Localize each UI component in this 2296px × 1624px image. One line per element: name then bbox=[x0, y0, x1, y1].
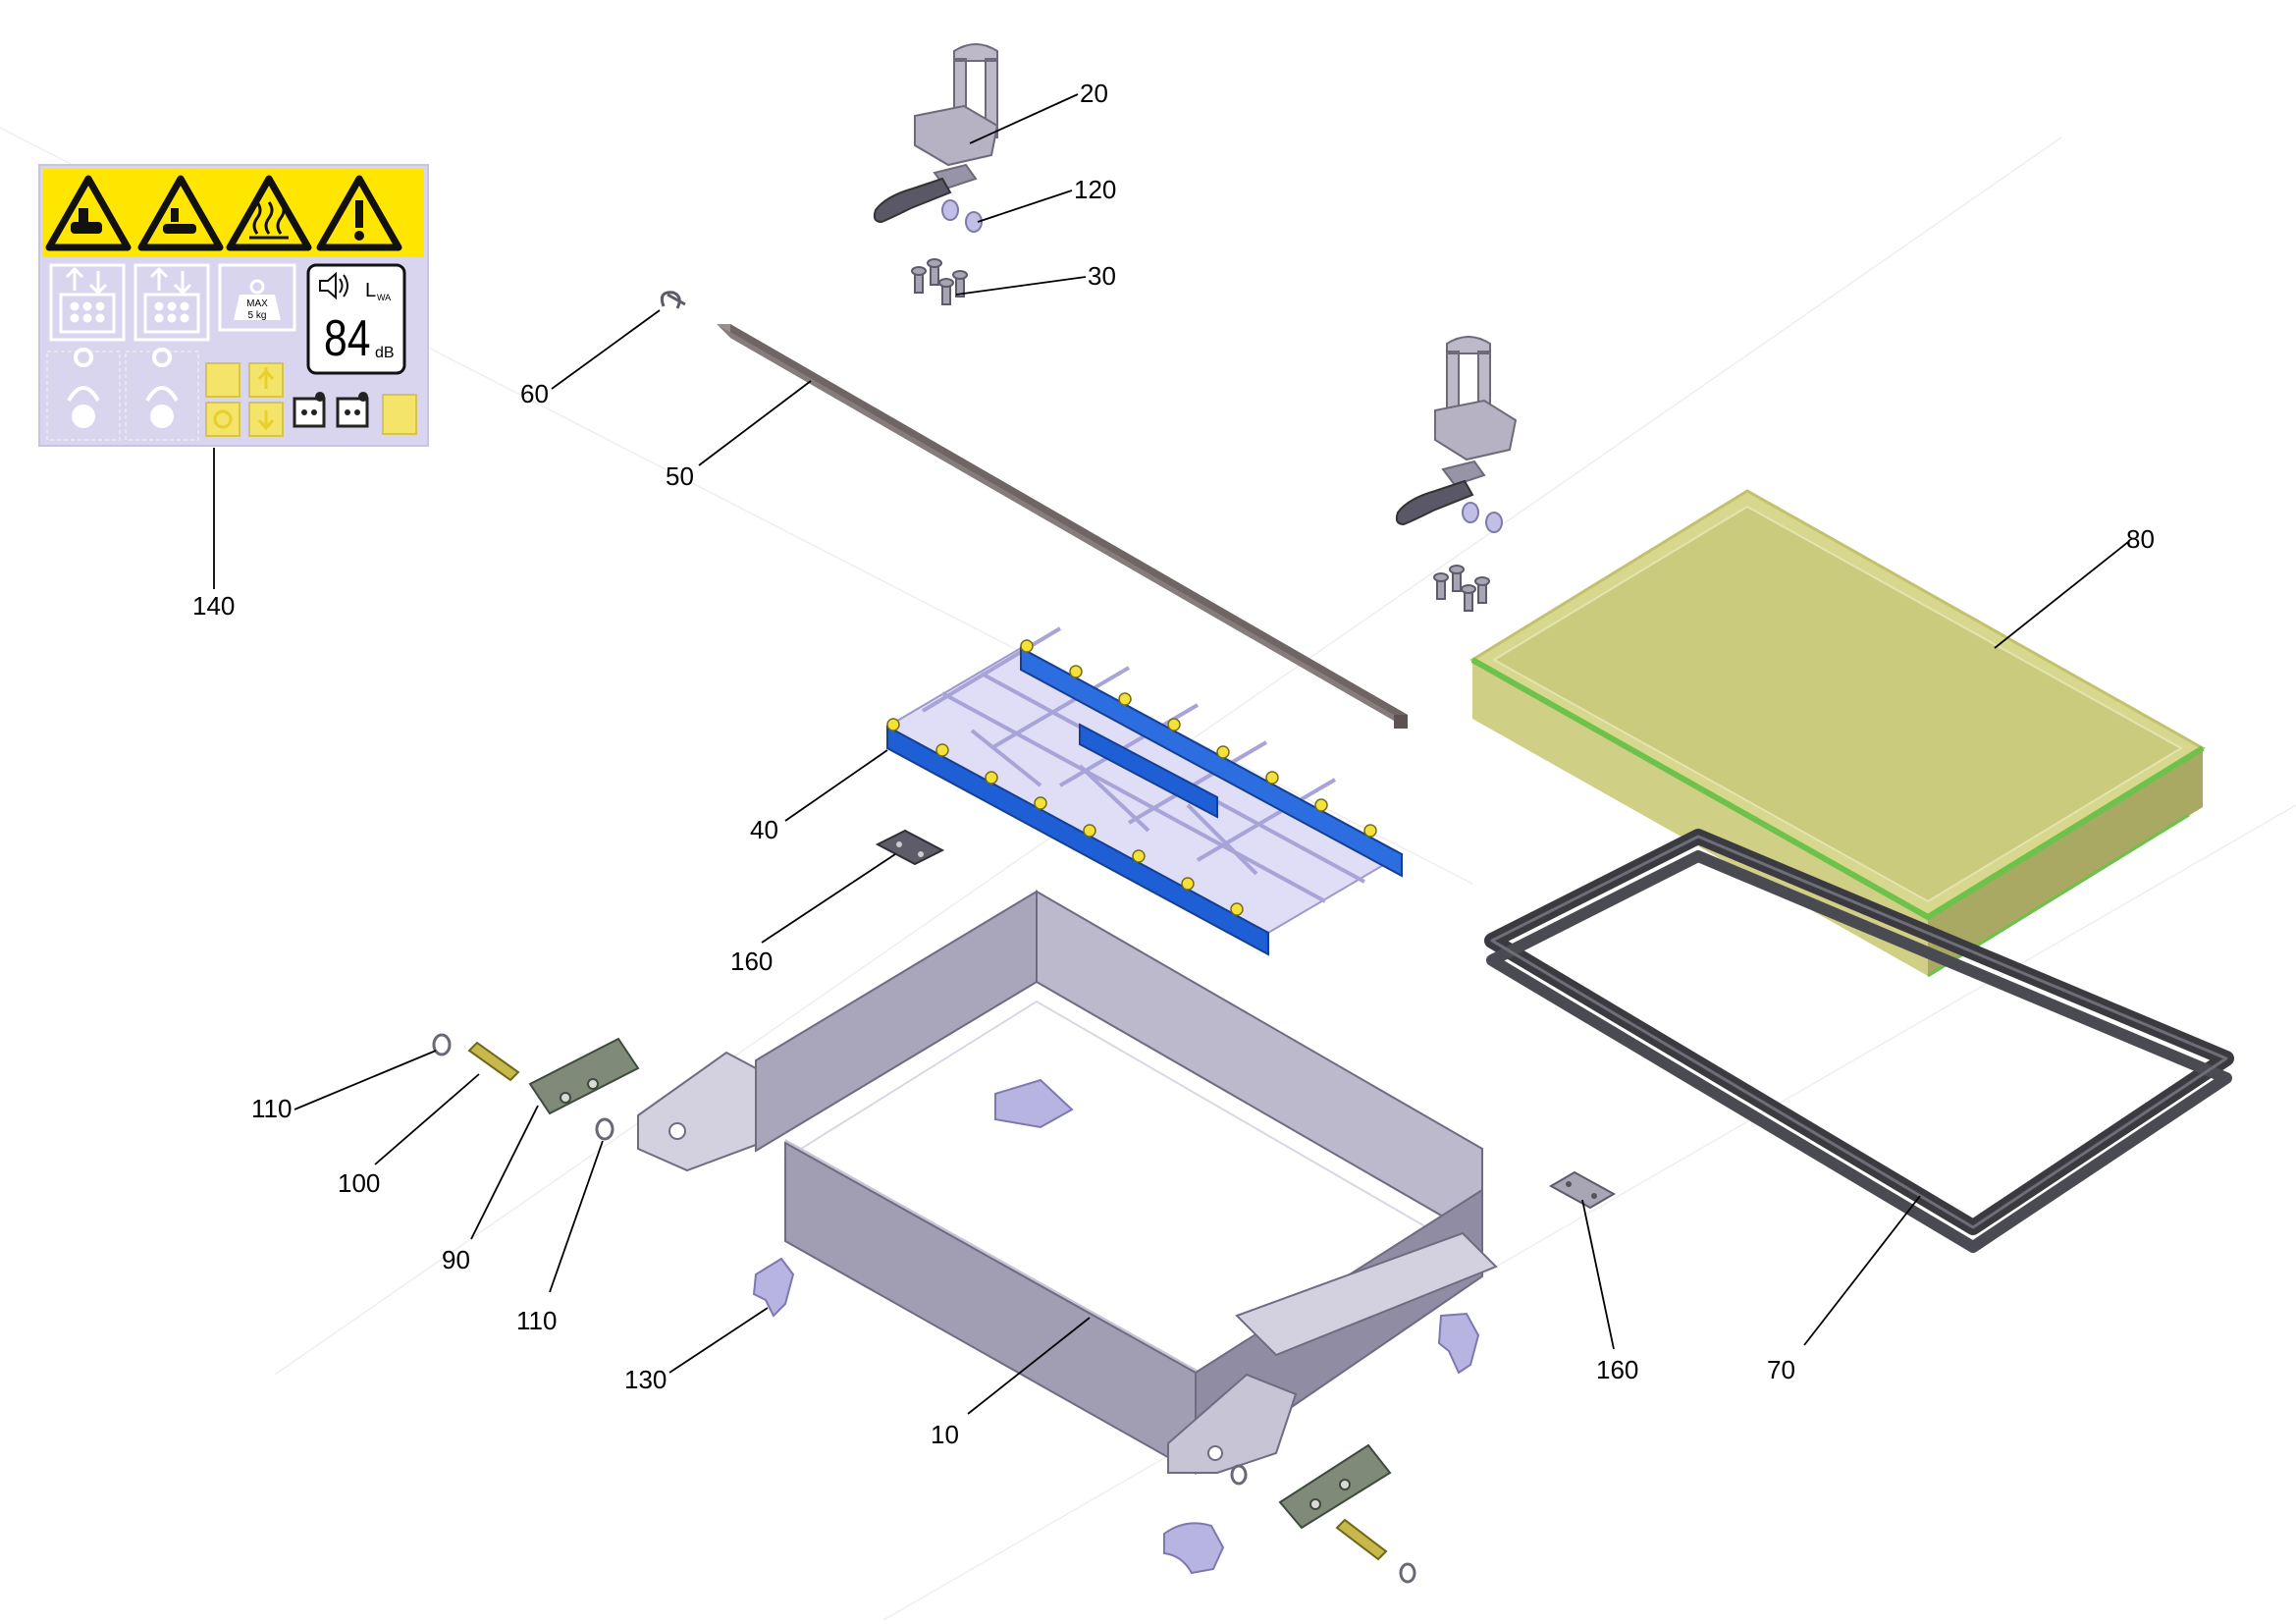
sound-power-sub: WA bbox=[377, 293, 391, 302]
part-160-plate-upper[interactable] bbox=[875, 829, 945, 866]
callout-number: 120 bbox=[1074, 175, 1116, 204]
callout-number: 130 bbox=[624, 1365, 667, 1394]
sound-value: 84 bbox=[324, 310, 370, 367]
callout-40: 40 bbox=[750, 749, 888, 844]
callout-110-upper: 110 bbox=[251, 1050, 437, 1123]
callout-number: 40 bbox=[750, 815, 778, 844]
callout-50: 50 bbox=[666, 380, 812, 491]
callout-110-lower: 110 bbox=[516, 1140, 604, 1335]
hand-injury-icon bbox=[137, 175, 224, 251]
callout-160-upper: 160 bbox=[730, 853, 896, 976]
callout-number: 80 bbox=[2126, 524, 2155, 554]
load-unload-icon bbox=[133, 263, 210, 342]
lift-person-icon bbox=[46, 348, 121, 441]
callout-number: 20 bbox=[1080, 79, 1108, 108]
safety-lock-icon bbox=[336, 392, 369, 428]
part-160-plate-lower[interactable] bbox=[1548, 1170, 1617, 1210]
callout-90: 90 bbox=[442, 1105, 539, 1274]
sound-level-icon: L WA 84 dB bbox=[306, 263, 406, 375]
callout-20: 20 bbox=[969, 79, 1108, 144]
part-90-hinge[interactable] bbox=[528, 1037, 1392, 1530]
callout-number: 140 bbox=[192, 591, 235, 621]
max-load-icon: MAX 5 kg bbox=[218, 263, 296, 332]
callout-number: 10 bbox=[931, 1420, 959, 1449]
callout-10: 10 bbox=[931, 1317, 1091, 1449]
sound-power-symbol: L bbox=[365, 280, 376, 301]
callout-number: 50 bbox=[666, 461, 694, 491]
callout-number: 110 bbox=[251, 1094, 292, 1123]
part-10-main-frame[interactable] bbox=[637, 890, 1498, 1475]
general-warning-icon bbox=[316, 175, 402, 251]
max-weight-title: MAX bbox=[246, 298, 268, 309]
callout-number: 70 bbox=[1767, 1355, 1795, 1384]
part-140-safety-label[interactable]: MAX 5 kg L WA 84 dB bbox=[38, 164, 429, 447]
callout-number: 110 bbox=[516, 1306, 557, 1335]
callout-60: 60 bbox=[520, 309, 661, 408]
callout-160-lower: 160 bbox=[1581, 1199, 1638, 1384]
part-120-caps[interactable] bbox=[941, 199, 983, 233]
yellow-square-icon bbox=[382, 394, 417, 435]
callout-number: 160 bbox=[730, 947, 773, 976]
part-20-latch-handle[interactable] bbox=[873, 43, 999, 224]
sound-unit: dB bbox=[375, 345, 395, 361]
callout-30: 30 bbox=[955, 261, 1116, 296]
callout-number: 30 bbox=[1088, 261, 1116, 291]
part-110-rings[interactable] bbox=[432, 1033, 1416, 1584]
part-130-feet[interactable] bbox=[752, 1257, 1480, 1575]
part-80-tray[interactable] bbox=[1469, 489, 2206, 978]
part-70-gasket[interactable] bbox=[1484, 829, 2234, 1253]
callouts: 20 120 30 60 50 140 80 40 bbox=[192, 79, 2155, 1449]
callout-number: 60 bbox=[520, 379, 549, 408]
callout-number: 100 bbox=[338, 1168, 380, 1198]
hot-surface-icon bbox=[226, 175, 312, 251]
part-60-clip[interactable] bbox=[660, 291, 686, 309]
callout-100: 100 bbox=[338, 1073, 480, 1198]
part-100-pins[interactable] bbox=[467, 1041, 1388, 1561]
callout-number: 160 bbox=[1596, 1355, 1638, 1384]
tray-status-icon bbox=[205, 362, 284, 437]
load-unload-icon bbox=[49, 263, 126, 342]
safety-lock-icon bbox=[293, 392, 326, 428]
max-weight-value: 5 kg bbox=[248, 310, 267, 321]
part-30-screws[interactable] bbox=[911, 258, 968, 305]
callout-140: 140 bbox=[192, 448, 235, 621]
latch-handle-right[interactable] bbox=[1395, 336, 1518, 612]
callout-80: 80 bbox=[1994, 524, 2155, 649]
callout-number: 90 bbox=[442, 1245, 470, 1274]
callout-70: 70 bbox=[1767, 1195, 1921, 1384]
callout-120: 120 bbox=[977, 175, 1116, 223]
crush-hazard-icon bbox=[45, 175, 132, 251]
lift-person-icon bbox=[125, 348, 199, 441]
part-50-rod[interactable] bbox=[717, 324, 1408, 729]
callout-130: 130 bbox=[624, 1307, 769, 1394]
part-40-grid-insert[interactable] bbox=[884, 626, 1405, 956]
